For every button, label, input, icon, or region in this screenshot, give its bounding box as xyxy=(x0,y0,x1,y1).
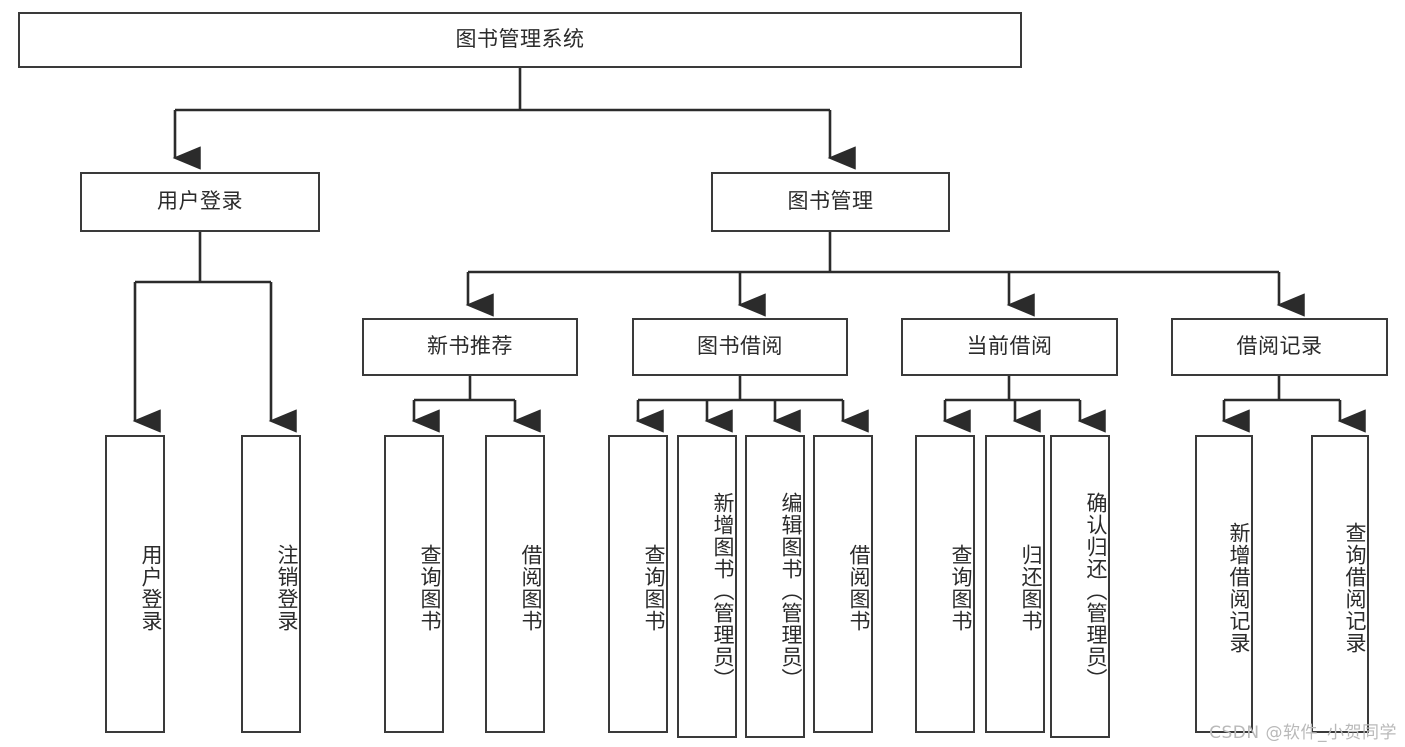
leaf-record-query-label: 查询借阅记录 xyxy=(1343,522,1367,654)
leaf-user-login[interactable]: 用户登录 xyxy=(105,435,165,733)
leaf-current-query-book[interactable]: 查询图书 xyxy=(915,435,975,733)
node-new-book-recommend[interactable]: 新书推荐 xyxy=(362,318,578,376)
leaf-record-query[interactable]: 查询借阅记录 xyxy=(1311,435,1369,733)
leaf-record-add[interactable]: 新增借阅记录 xyxy=(1195,435,1253,733)
leaf-borrow-add-book[interactable]: 新增图书（管理员） xyxy=(677,435,737,738)
leaf-newbook-query-book-label: 查询图书 xyxy=(418,544,442,632)
leaf-record-add-label: 新增借阅记录 xyxy=(1227,522,1251,654)
leaf-user-login-label: 用户登录 xyxy=(139,544,163,632)
leaf-borrow-borrow-book-label: 借阅图书 xyxy=(847,544,871,632)
node-book-borrow-label: 图书借阅 xyxy=(697,334,783,359)
node-borrow-record-label: 借阅记录 xyxy=(1236,334,1323,359)
leaf-current-return-book-label: 归还图书 xyxy=(1019,544,1043,632)
node-root[interactable]: 图书管理系统 xyxy=(18,12,1022,68)
node-book-manage[interactable]: 图书管理 xyxy=(711,172,950,232)
leaf-current-return-book[interactable]: 归还图书 xyxy=(985,435,1045,733)
node-user-login-label: 用户登录 xyxy=(157,189,243,214)
node-book-manage-label: 图书管理 xyxy=(787,189,874,214)
leaf-borrow-edit-book-label: 编辑图书（管理员） xyxy=(779,491,803,690)
leaf-newbook-query-book[interactable]: 查询图书 xyxy=(384,435,444,733)
leaf-borrow-query-book-label: 查询图书 xyxy=(642,544,666,632)
leaf-newbook-borrow-book-label: 借阅图书 xyxy=(519,544,543,632)
leaf-current-confirm-return-label: 确认归还（管理员） xyxy=(1084,491,1108,690)
leaf-borrow-borrow-book[interactable]: 借阅图书 xyxy=(813,435,873,733)
leaf-logout[interactable]: 注销登录 xyxy=(241,435,301,733)
node-user-login[interactable]: 用户登录 xyxy=(80,172,320,232)
node-new-book-recommend-label: 新书推荐 xyxy=(427,334,513,359)
leaf-borrow-edit-book[interactable]: 编辑图书（管理员） xyxy=(745,435,805,738)
node-book-borrow[interactable]: 图书借阅 xyxy=(632,318,848,376)
watermark: CSDN @软件_小贺同学 xyxy=(1209,723,1397,743)
leaf-borrow-add-book-label: 新增图书（管理员） xyxy=(711,491,735,690)
leaf-borrow-query-book[interactable]: 查询图书 xyxy=(608,435,668,733)
node-borrow-record[interactable]: 借阅记录 xyxy=(1171,318,1388,376)
leaf-current-query-book-label: 查询图书 xyxy=(949,544,973,632)
leaf-newbook-borrow-book[interactable]: 借阅图书 xyxy=(485,435,545,733)
leaf-logout-label: 注销登录 xyxy=(275,544,299,632)
node-current-borrow[interactable]: 当前借阅 xyxy=(901,318,1118,376)
node-root-label: 图书管理系统 xyxy=(455,27,585,52)
node-current-borrow-label: 当前借阅 xyxy=(966,334,1053,359)
leaf-current-confirm-return[interactable]: 确认归还（管理员） xyxy=(1050,435,1110,738)
